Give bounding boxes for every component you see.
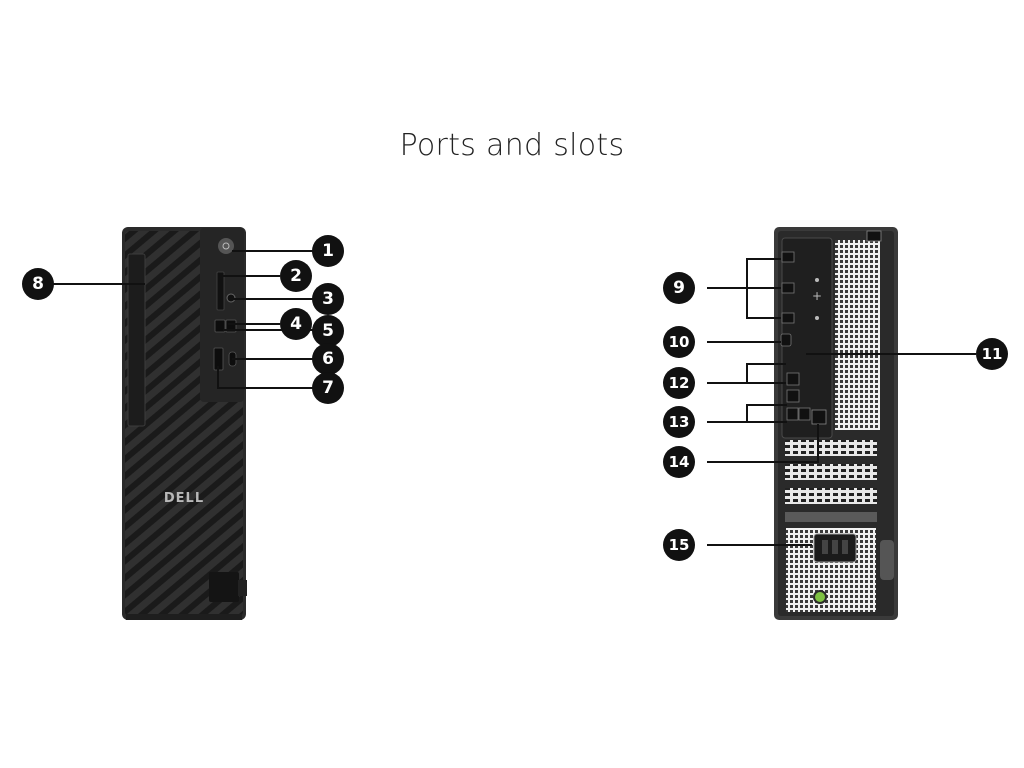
callout-7: 7	[322, 378, 334, 398]
psu-diagnostic-led	[813, 590, 827, 604]
displayport-3[interactable]	[781, 312, 795, 324]
sd-card-slot[interactable]	[216, 271, 225, 311]
svg-text:+: +	[812, 289, 822, 303]
expansion-slot-3	[785, 488, 877, 504]
callout-14: 14	[669, 453, 690, 471]
expansion-slot-2	[785, 464, 877, 480]
callout-8: 8	[32, 274, 44, 294]
callout-4: 4	[290, 314, 302, 334]
callout-2: 2	[290, 266, 302, 286]
usb-port-13b[interactable]	[798, 407, 811, 421]
usb-port-13a[interactable]	[786, 407, 799, 421]
front-foot	[126, 614, 242, 620]
ethernet-port[interactable]	[811, 409, 827, 425]
front-io-panel	[200, 228, 244, 402]
callout-10: 10	[669, 333, 690, 351]
rear-view: +	[774, 227, 898, 620]
callout-15: 15	[669, 536, 690, 554]
callout-1: 1	[322, 241, 334, 261]
dell-logo: DELL	[164, 491, 204, 506]
badge-plate	[209, 572, 239, 602]
rear-callouts: 9 10 11 12 13 14 15	[663, 272, 1008, 561]
slot-bracket	[785, 512, 877, 522]
page-title: Ports and slots	[399, 128, 625, 163]
rear-leader-lines	[707, 258, 976, 546]
power-button[interactable]	[218, 238, 234, 254]
usb-port-12a[interactable]	[786, 372, 800, 386]
usb-port-12b[interactable]	[786, 389, 800, 403]
front-view: DELL	[122, 227, 247, 620]
rear-vent-top	[835, 240, 880, 430]
padlock-ring	[866, 230, 882, 242]
usb-port-4[interactable]	[214, 319, 226, 333]
callout-5: 5	[322, 321, 334, 341]
callout-6: 6	[322, 349, 334, 369]
callout-13: 13	[669, 413, 690, 431]
side-handle	[880, 540, 894, 580]
front-callouts: 1 2 3 4 5 6 7 8	[22, 235, 344, 404]
displayport-1[interactable]	[781, 251, 795, 263]
side-latch	[238, 580, 247, 596]
usb-c-rear[interactable]	[780, 333, 792, 347]
optical-drive-bay	[127, 253, 146, 427]
displayport-2[interactable]	[781, 282, 795, 294]
audio-jack[interactable]	[226, 293, 236, 303]
expansion-slot-1	[785, 440, 877, 456]
callout-12: 12	[669, 374, 690, 392]
callout-11: 11	[982, 345, 1003, 363]
callout-9: 9	[673, 278, 685, 298]
callout-3: 3	[322, 289, 334, 309]
